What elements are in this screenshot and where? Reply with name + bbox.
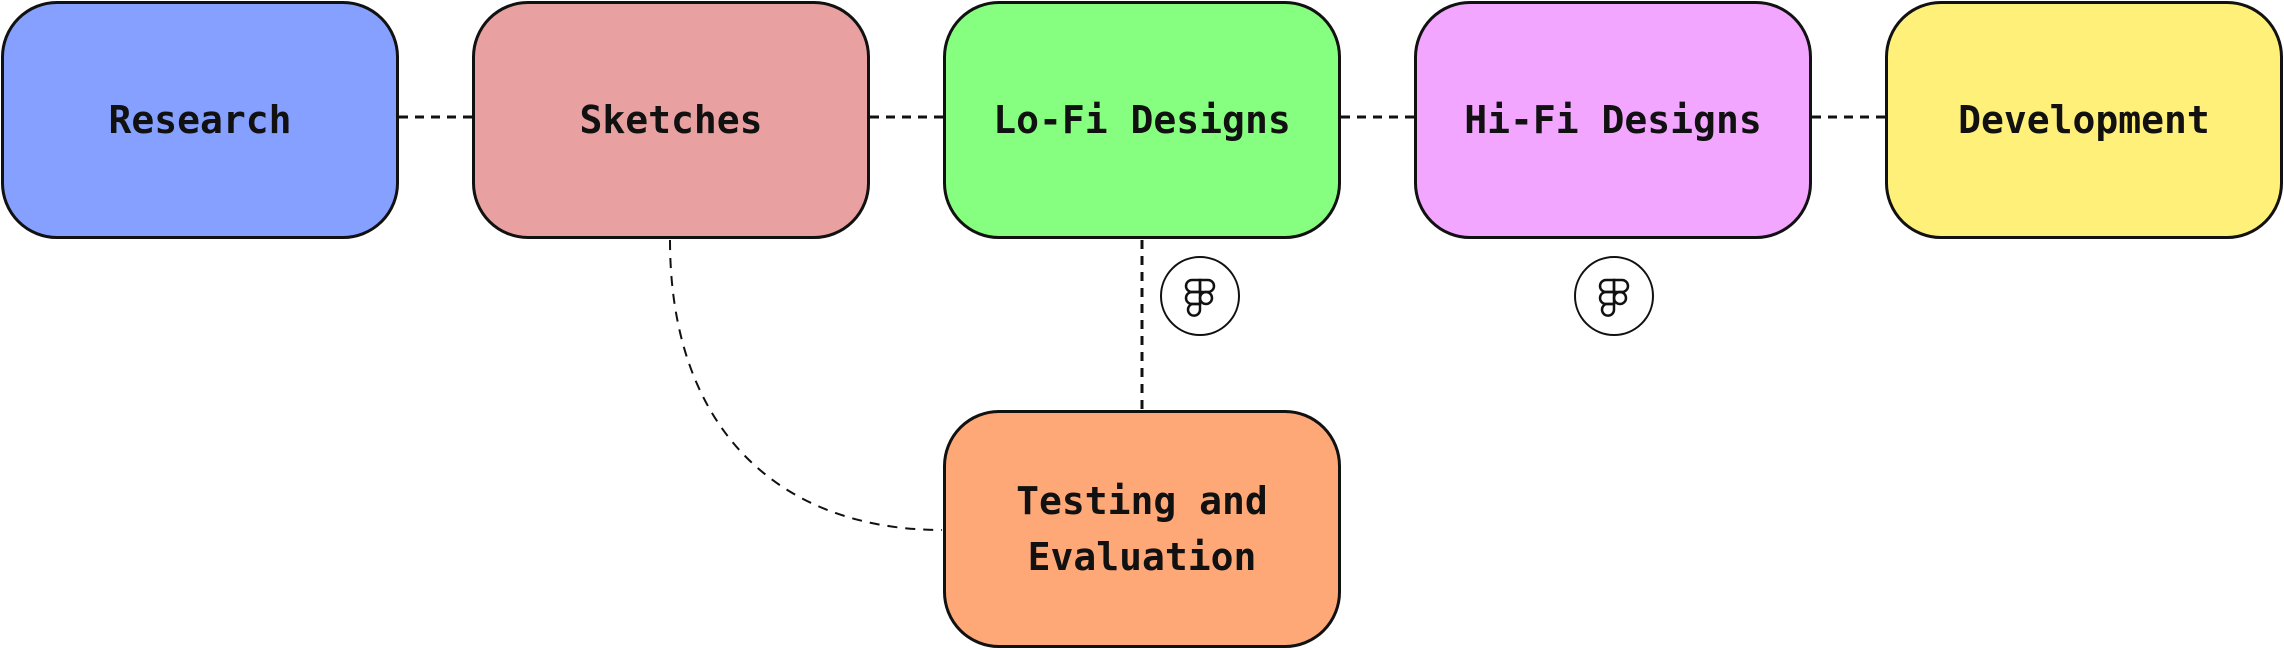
edge-sketches-testing bbox=[669, 239, 943, 531]
figma-badge-hifi bbox=[1574, 256, 1654, 336]
figma-icon bbox=[1598, 278, 1630, 317]
node-research: Research bbox=[1, 1, 399, 239]
node-lofi-designs: Lo-Fi Designs bbox=[943, 1, 1341, 239]
node-label-lofi-designs: Lo-Fi Designs bbox=[993, 98, 1291, 142]
node-label-hifi-designs: Hi-Fi Designs bbox=[1464, 98, 1762, 142]
node-development: Development bbox=[1885, 1, 2283, 239]
node-label-sketches: Sketches bbox=[579, 98, 763, 142]
figma-icon bbox=[1184, 278, 1216, 317]
node-sketches: Sketches bbox=[472, 1, 870, 239]
node-testing-and-evaluation: Testing and Evaluation bbox=[943, 410, 1341, 648]
node-label-testing-and-evaluation: Testing and Evaluation bbox=[1016, 479, 1268, 579]
node-label-research: Research bbox=[108, 98, 292, 142]
figma-badge-lofi bbox=[1160, 256, 1240, 336]
node-hifi-designs: Hi-Fi Designs bbox=[1414, 1, 1812, 239]
node-label-development: Development bbox=[1958, 98, 2210, 142]
